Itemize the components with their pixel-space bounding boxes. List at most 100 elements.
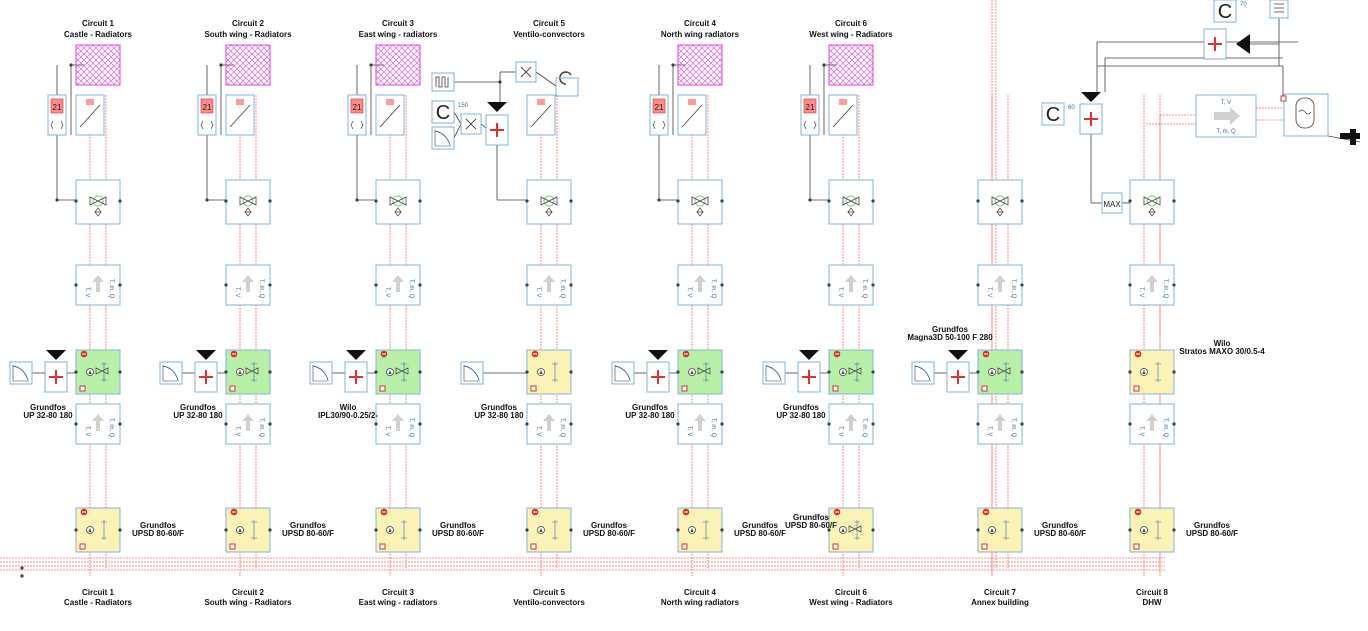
arrow-up-icon [1146, 414, 1158, 431]
junction-dot [827, 199, 831, 203]
up-arrow-icon [537, 99, 545, 105]
wire-layer [32, 18, 1361, 374]
constant-value: 70 [1240, 2, 1247, 8]
junction-dot [224, 422, 228, 426]
junction-dot [374, 283, 378, 287]
heating-curve-icon [434, 130, 451, 146]
sensor-icon [1003, 520, 1009, 540]
plus-icon [951, 370, 965, 384]
plus-icon [802, 370, 816, 384]
circuit-top-title: Circuit 2 [232, 19, 265, 28]
valve-body-icon [389, 196, 407, 206]
circuit-bottom-title: Circuit 3 [382, 588, 415, 597]
pipe-label-right: T, ṁ, Q [408, 279, 414, 299]
circuit-top-subtitle: West wing - Radiators [809, 30, 893, 39]
alarm-square-icon [981, 543, 988, 550]
junction-dot [374, 422, 378, 426]
circuit-bottom-subtitle: West wing - Radiators [809, 598, 893, 607]
junction-dot [871, 422, 875, 426]
pipe-label-left: T, V [686, 287, 692, 297]
pipe-label-left: T, V [84, 287, 90, 297]
alarm-square-icon [1133, 543, 1140, 550]
valve-icon [242, 195, 254, 207]
pump-arrow-icon [990, 528, 994, 532]
junction-dot [418, 370, 422, 374]
junction-dot [1128, 283, 1132, 287]
sensor-icon [251, 520, 257, 540]
alarm-square-icon [379, 543, 386, 550]
pump-b-model: UPSD 80-60/F [282, 529, 334, 538]
schedule-icon [435, 76, 449, 88]
junction-dot [976, 422, 980, 426]
circuit-top-subtitle: North wing radiators [661, 30, 740, 39]
arrow-up-icon [694, 414, 706, 431]
mode-icon [50, 120, 64, 130]
junction-dot [822, 63, 826, 67]
heating-curve-icon [312, 365, 329, 381]
arrow-up-icon [694, 275, 706, 292]
controller-icon [229, 104, 251, 128]
pump-b-model: UPSD 80-60/F [132, 529, 184, 538]
junction-dot [676, 199, 680, 203]
junction-dot [1020, 370, 1024, 374]
constant-block [1213, 0, 1237, 23]
plus-icon [651, 370, 665, 384]
junction-dot [569, 283, 573, 287]
heating-curve-icon [162, 365, 179, 381]
sensor-icon [401, 362, 407, 382]
pump-module [828, 507, 874, 553]
pipe-label-left: T, V [384, 426, 390, 436]
junction-dot [525, 283, 529, 287]
valve-module [977, 179, 1023, 225]
controller-icon [379, 104, 401, 128]
heating-curve-icon [12, 365, 29, 381]
max-block [1101, 192, 1123, 214]
junction-dot [976, 283, 980, 287]
valve-module [677, 179, 723, 225]
pump-a-brand: Grundfos [783, 403, 820, 412]
pipe-label-right: T, ṁ, Q [1162, 418, 1168, 438]
alarm-square-icon [229, 543, 236, 550]
up-arrow-icon [236, 99, 244, 105]
circuit-bottom-subtitle: South wing - Radiators [204, 598, 292, 607]
pump-a-model: IPL30/90-0.25/2- [318, 411, 378, 420]
valve-stem-icon [847, 207, 855, 217]
alarm-square-icon [229, 385, 236, 392]
junction-dot [118, 422, 122, 426]
junction-dot [418, 199, 422, 203]
junction-dot [871, 370, 875, 374]
plus-icon [1084, 112, 1098, 126]
junction-dot [20, 566, 24, 570]
arrow-up-icon [242, 275, 254, 292]
coil-icon [1298, 109, 1312, 115]
constant-value: 150 [458, 103, 469, 109]
circuit-bottom-subtitle: Castle - Radiators [64, 598, 133, 607]
circuit-top-subtitle: Ventilo-convectors [513, 30, 585, 39]
circuit-bottom-subtitle: Ventilo-convectors [513, 598, 585, 607]
junction-dot [1172, 528, 1176, 532]
sensor-icon [1155, 362, 1161, 382]
pipe-label-left: T, V [234, 426, 240, 436]
pump-arrow-icon [388, 528, 392, 532]
circuit-bottom-title: Circuit 8 [1136, 588, 1169, 597]
pump-arrow-icon [539, 528, 543, 532]
loop-icon [559, 71, 572, 85]
circuit-bottom-title: Circuit 6 [835, 588, 868, 597]
junction-dot [74, 199, 78, 203]
pipe-label-left: T, V [1138, 426, 1144, 436]
junction-dot [74, 370, 78, 374]
max-label: MAX [1103, 200, 1121, 209]
radiator-icon [828, 44, 874, 86]
valve-module [225, 179, 271, 225]
valve-stem-icon [996, 207, 1004, 217]
arrow-up-icon [845, 275, 857, 292]
junction-dot [1020, 283, 1024, 287]
junction-dot [720, 528, 724, 532]
thermostat-icon [803, 98, 817, 114]
tank-icon [1269, 0, 1289, 19]
junction-dot [118, 283, 122, 287]
circuit-top-title: Circuit 3 [382, 19, 415, 28]
circuit-top-title: Circuit 5 [533, 19, 566, 28]
hx-bottom-label: T, ṁ, Q [1216, 129, 1236, 135]
